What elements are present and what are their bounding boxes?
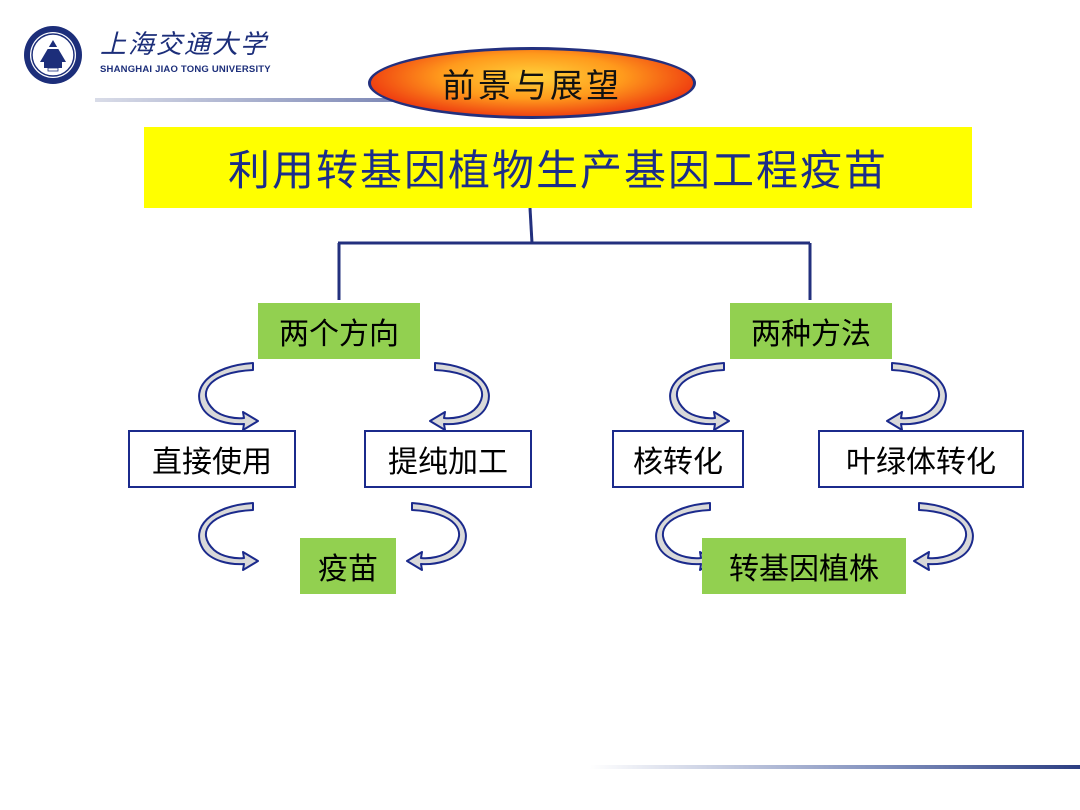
right-result-box: 转基因植株 (702, 538, 906, 594)
banner-stem-line (528, 207, 534, 244)
curved-arrow-icon (669, 362, 730, 431)
footer-divider (590, 765, 1080, 769)
right-heading-box: 两种方法 (730, 303, 892, 359)
left-heading-box: 两个方向 (258, 303, 420, 359)
university-name-cn: 上海交通大学 (100, 30, 269, 60)
main-topic-banner: 利用转基因植物生产基因工程疫苗 (144, 127, 972, 208)
header-divider (95, 98, 565, 102)
slide-title: 前景与展望 (368, 47, 696, 119)
curved-arrow-icon (198, 502, 259, 571)
university-name-en: SHANGHAI JIAO TONG UNIVERSITY (100, 64, 271, 75)
curved-arrow-icon (406, 502, 467, 571)
curved-arrow-icon (886, 362, 947, 431)
left-option-a-box: 直接使用 (128, 430, 296, 488)
curved-arrow-icon (429, 362, 490, 431)
right-option-b-box: 叶绿体转化 (818, 430, 1024, 488)
left-result-box: 疫苗 (300, 538, 396, 594)
curved-arrow-icon (198, 362, 259, 431)
curved-arrow-icon (913, 502, 974, 571)
left-option-b-box: 提纯加工 (364, 430, 532, 488)
right-option-a-box: 核转化 (612, 430, 744, 488)
university-seal-icon (24, 26, 82, 84)
